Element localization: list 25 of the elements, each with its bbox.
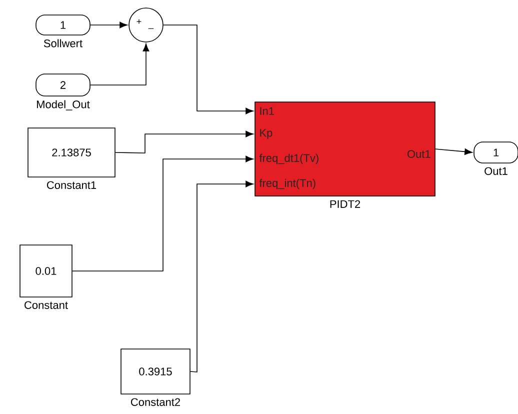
constant-block: 2.13875: [28, 128, 116, 178]
block-label: Constant: [24, 301, 68, 309]
port-block: 2: [36, 74, 90, 96]
port-label: Out1: [407, 150, 430, 158]
block-label: Sollwert: [44, 39, 82, 48]
port-block: 1: [36, 14, 90, 36]
port-block: 1: [474, 142, 518, 164]
signal-arrow: [90, 44, 150, 86]
constant-block: 0.01: [20, 244, 72, 298]
signal-arrow: [90, 22, 128, 28]
constant-block: 0.3915: [120, 348, 190, 394]
block-label: PIDT2: [330, 200, 360, 208]
port-label: In1: [260, 107, 274, 115]
block-label: Constant1: [47, 181, 96, 189]
block-label: Constant2: [131, 398, 180, 406]
block-label: Model_Out: [37, 100, 90, 110]
signal-arrow: [435, 148, 472, 155]
signal-arrow: [72, 156, 254, 272]
port-label: freq_int(Tn): [259, 178, 316, 190]
block-label: Out1: [484, 167, 508, 175]
signal-arrow: [190, 180, 254, 372]
port-label: Kp: [260, 129, 272, 139]
signal-arrow: [115, 130, 254, 154]
signal-arrow: [163, 24, 254, 114]
port-label: freq_dt1(Tv): [259, 154, 318, 164]
